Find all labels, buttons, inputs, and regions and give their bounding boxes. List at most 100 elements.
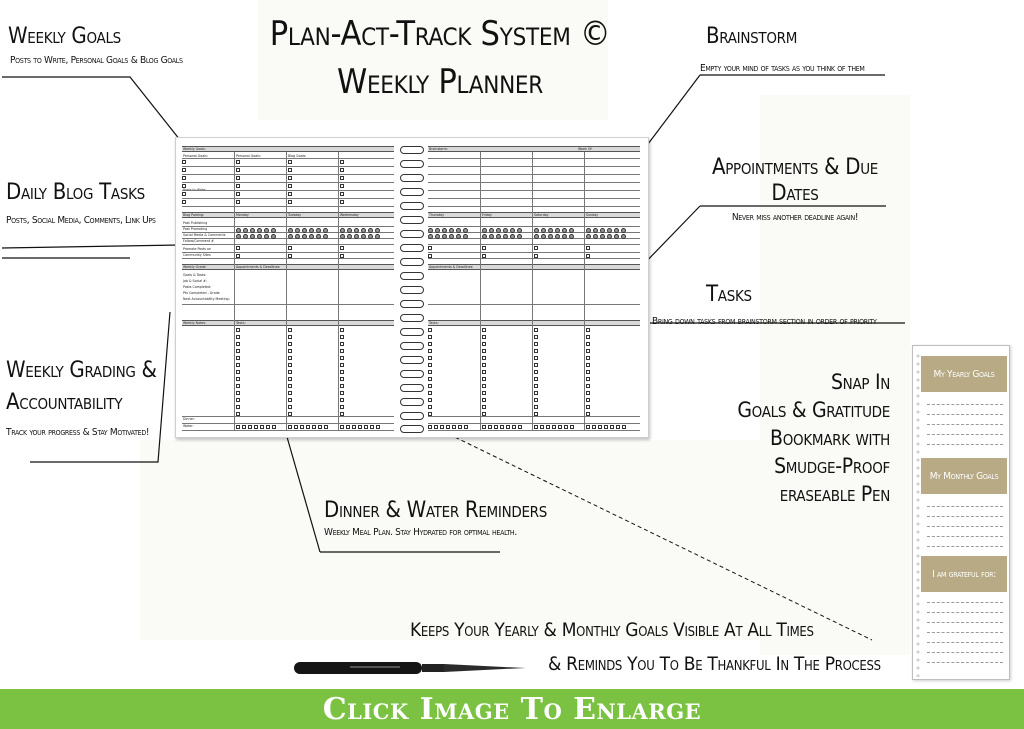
- planner-checkbox: [340, 398, 344, 402]
- right-row: [428, 304, 640, 305]
- planner-checkbox: [288, 184, 292, 188]
- planner-checkbox: [340, 184, 344, 188]
- right-row: [428, 244, 640, 245]
- planner-checkbox: [428, 356, 432, 360]
- planner-checkbox: [288, 363, 292, 367]
- planner-checkbox: [534, 363, 538, 367]
- water-drop-icon: [489, 228, 494, 233]
- planner-checkbox: [182, 184, 186, 188]
- label-appointments-heading: Appointments & Due Dates: [711, 155, 879, 206]
- bookmark-line: [927, 662, 1003, 663]
- label-weekly-goals-sub: Posts to Write, Personal Goals & Blog Go…: [10, 55, 183, 66]
- water-drop-icon: [496, 234, 501, 239]
- water-drop-icon: [593, 228, 598, 233]
- planner-checkbox: [616, 425, 620, 429]
- planner-checkbox: [288, 254, 292, 258]
- label-daily-blog-tasks-sub: Posts, Social Media, Comments, Link Ups: [6, 215, 156, 226]
- planner-checkbox: [482, 370, 486, 374]
- left-grade-row-1: Goals & Tasks:: [183, 273, 207, 277]
- left-grade-row-3: Posts Completed:: [183, 285, 212, 289]
- planner-checkbox: [236, 363, 240, 367]
- planner-checkbox: [236, 160, 240, 164]
- snap-line-4: Smudge-Proof: [774, 454, 890, 478]
- click-to-enlarge-banner[interactable]: Click Image To Enlarge: [0, 689, 1024, 729]
- planner-checkbox: [288, 192, 292, 196]
- water-drop-icon: [600, 228, 605, 233]
- planner-checkbox: [482, 384, 486, 388]
- planner-checkbox: [464, 425, 468, 429]
- planner-mockup[interactable]: Weekly Goals: Personal Goals: Personal G…: [175, 137, 649, 438]
- planner-checkbox: [518, 425, 522, 429]
- water-drop-icon: [442, 228, 447, 233]
- planner-checkbox: [570, 425, 574, 429]
- label-tasks-heading: Tasks: [706, 282, 752, 307]
- water-drop-icon: [368, 234, 373, 239]
- binder-ring: [400, 412, 424, 420]
- left-task-row-3: Social Media & Comments: [183, 233, 226, 237]
- planner-checkbox: [340, 425, 344, 429]
- water-drop-icon: [236, 228, 241, 233]
- planner-checkbox: [482, 356, 486, 360]
- planner-checkbox: [428, 349, 432, 353]
- label-brainstorm-sub-wrap: Empty your mind of tasks as you think of…: [700, 58, 865, 75]
- water-drop-icon: [257, 228, 262, 233]
- planner-checkbox: [340, 342, 344, 346]
- binder-ring: [400, 216, 424, 224]
- planner-checkbox: [482, 391, 486, 395]
- right-row: [428, 198, 640, 199]
- planner-checkbox: [236, 425, 240, 429]
- planner-checkbox: [340, 335, 344, 339]
- water-drop-icon: [607, 234, 612, 239]
- planner-checkbox: [370, 425, 374, 429]
- planner-checkbox: [288, 425, 292, 429]
- planner-checkbox: [428, 412, 432, 416]
- water-drop-icon: [489, 234, 494, 239]
- checkbox-layer: [176, 138, 648, 437]
- bookmark-grateful-tag: I am grateful for:: [921, 556, 1007, 592]
- right-row: [428, 430, 640, 431]
- binder-ring: [400, 286, 424, 294]
- planner-checkbox: [586, 412, 590, 416]
- title-line-1: Plan-Act-Track System ©: [269, 14, 611, 54]
- planner-checkbox: [534, 391, 538, 395]
- planner-checkbox: [428, 246, 432, 250]
- left-task-row-4: Follow/Comment #: [183, 239, 214, 243]
- planner-checkbox: [182, 160, 186, 164]
- left-row: [182, 198, 394, 199]
- snap-line-2: Goals & Gratitude: [737, 398, 890, 422]
- left-tasks-header: [182, 320, 394, 326]
- planner-checkbox: [306, 425, 310, 429]
- planner-right-page: Brainstorm: Week Of: Thursday Friday Sat…: [428, 146, 640, 431]
- planner-checkbox: [236, 349, 240, 353]
- snap-line-5: eraseable Pen: [779, 482, 891, 506]
- planner-checkbox: [428, 335, 432, 339]
- water-drop-icon: [614, 234, 619, 239]
- binder-ring: [400, 314, 424, 322]
- planner-checkbox: [340, 192, 344, 196]
- right-day-sunday: Sunday: [586, 213, 599, 217]
- water-drop-icon: [435, 228, 440, 233]
- planner-checkbox: [236, 168, 240, 172]
- planner-checkbox: [482, 254, 486, 258]
- left-grade-row-2: Job & Social #:: [183, 279, 207, 283]
- water-drop-icon: [534, 228, 539, 233]
- bookmark-holes: [915, 352, 921, 677]
- water-drop-icon: [541, 234, 546, 239]
- water-drop-icon: [347, 228, 352, 233]
- bookmark-line: [927, 652, 1003, 653]
- water-drop-icon: [340, 234, 345, 239]
- planner-checkbox: [458, 425, 462, 429]
- planner-checkbox: [534, 349, 538, 353]
- planner-checkbox: [236, 391, 240, 395]
- goals-gratitude-bookmark[interactable]: My Yearly Goals My Monthly Goals I am gr…: [912, 345, 1010, 680]
- planner-checkbox: [534, 377, 538, 381]
- planner-checkbox: [586, 342, 590, 346]
- water-drop-icon: [442, 234, 447, 239]
- left-tasks-label: Tasks:: [236, 321, 246, 325]
- bookmark-line: [927, 536, 1003, 537]
- pen-icon: [294, 662, 526, 674]
- water-drop-icon: [593, 234, 598, 239]
- right-brainstorm-header: [428, 146, 640, 152]
- water-drop-icon: [548, 234, 553, 239]
- left-weekly-goals-header: [182, 146, 394, 152]
